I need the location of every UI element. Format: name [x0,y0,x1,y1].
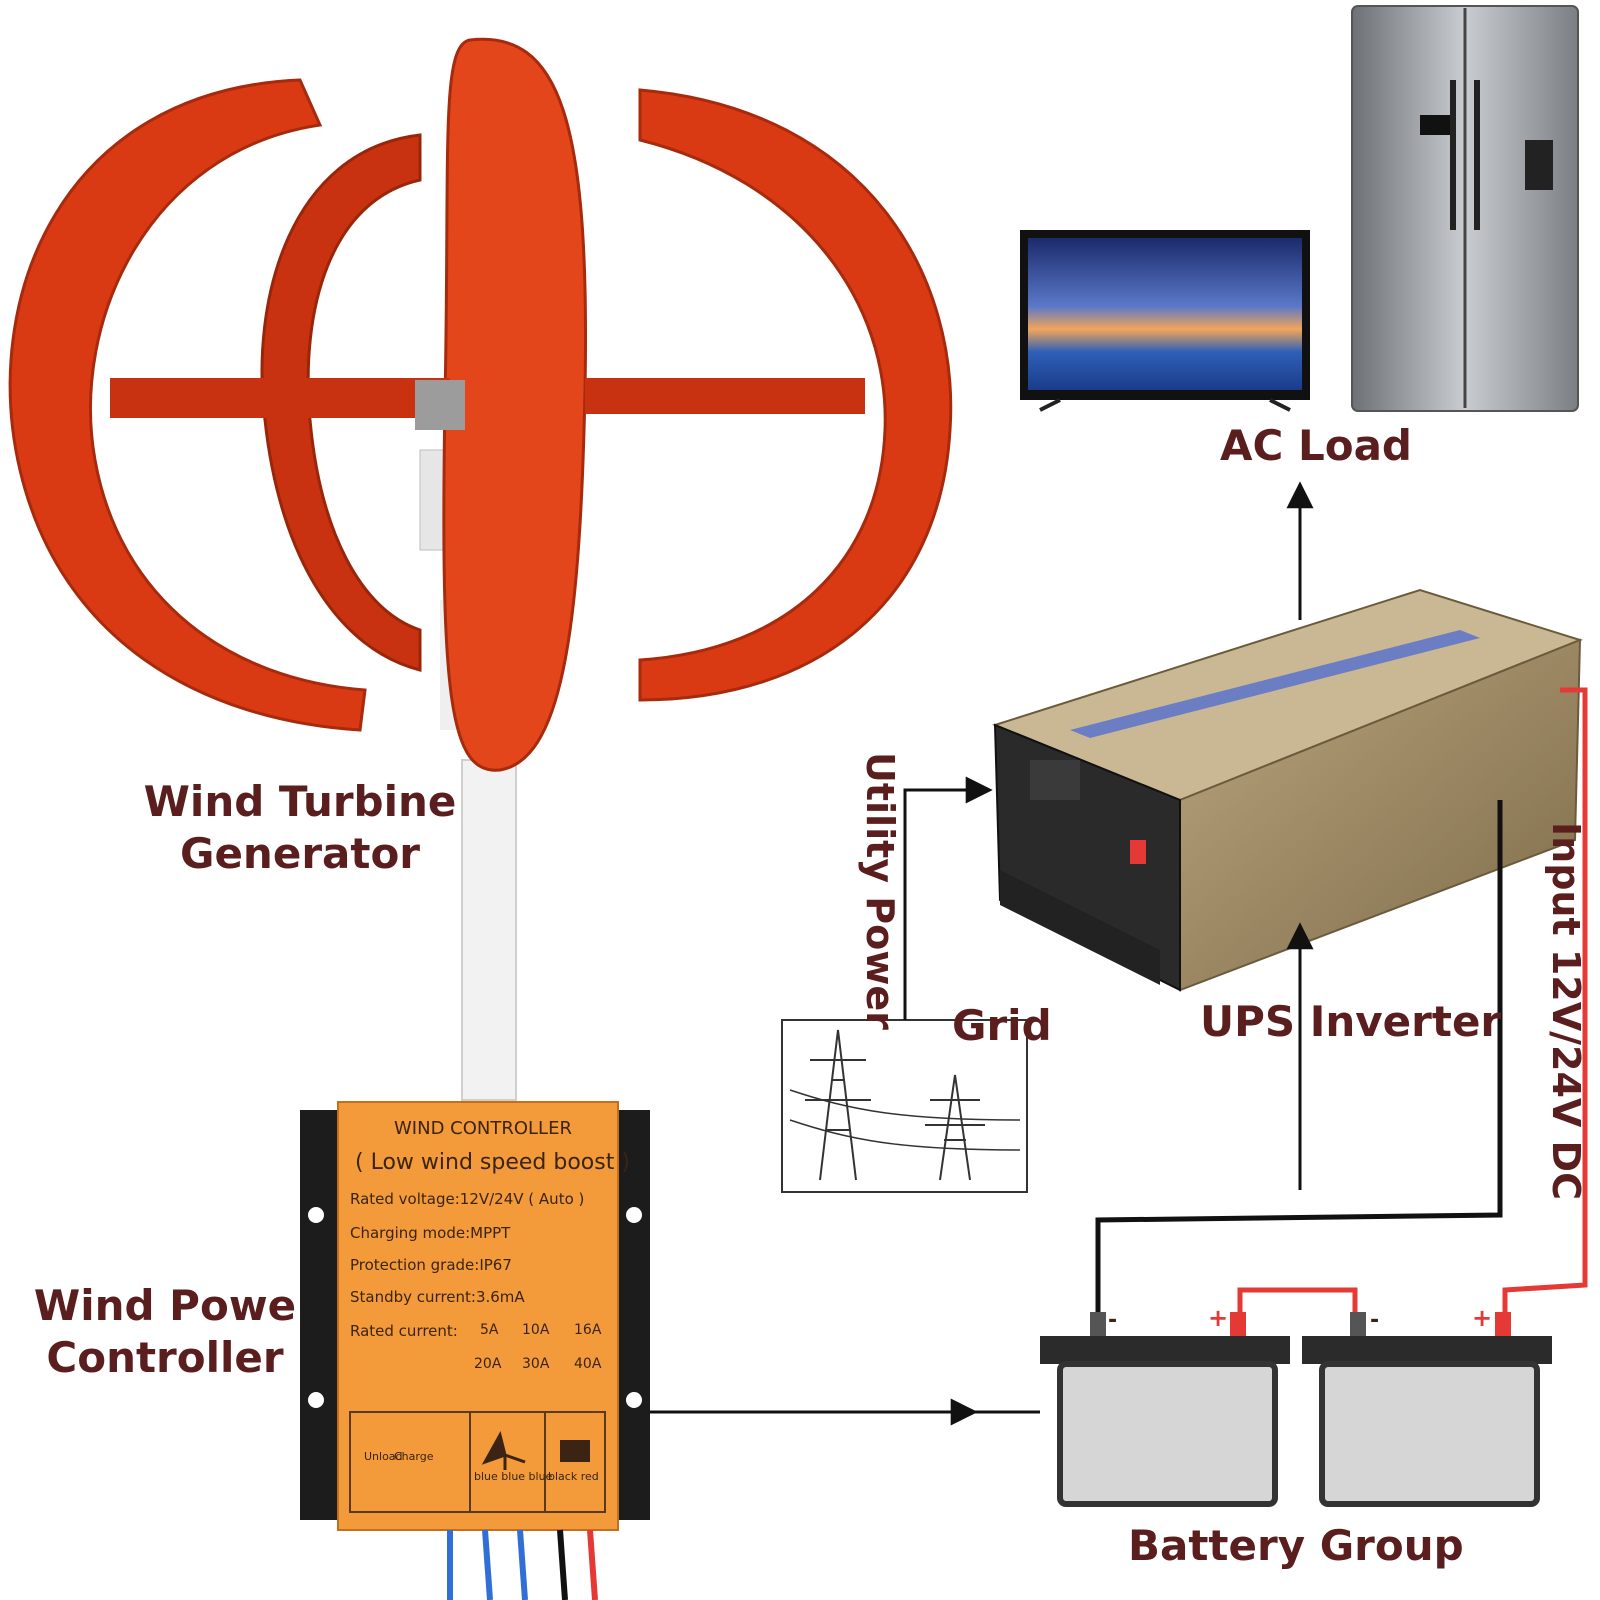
controller-current-16a: 16A [574,1322,602,1338]
label-input-dc: Input 12V/24V DC [1544,822,1588,1200]
ups-inverter-illustration [992,588,1583,992]
turbine-blade-inner-left [260,133,422,672]
battery-left-minus: - [1108,1308,1118,1333]
label-ac-load: AC Load [1220,421,1412,470]
controller-wire-black-red: black red [548,1470,599,1483]
wind-controller-illustration [300,1101,650,1600]
controller-title: WIND CONTROLLER [394,1118,572,1139]
label-turbine-line2: Generator [179,829,421,878]
battery-left-plus: + [1208,1304,1229,1332]
label-controller-line1: Wind Powe [33,1281,297,1330]
controller-rated-voltage: Rated voltage:12V/24V ( Auto ) [350,1190,585,1208]
controller-current-30a: 30A [522,1356,550,1372]
fridge-illustration [1351,5,1579,412]
turbine-blade-center [442,37,587,772]
wind-turbine-illustration [8,37,953,1101]
controller-rated-current-label: Rated current: [350,1322,458,1340]
label-wind-power-controller: Wind Powe Controller [20,1280,310,1384]
label-controller-line2: Controller [46,1333,284,1382]
battery-right-minus: - [1370,1308,1380,1333]
controller-charge: Charge [394,1450,434,1463]
controller-current-5a: 5A [480,1322,499,1338]
tv-illustration [1020,230,1310,412]
label-battery-group: Battery Group [1128,1521,1464,1570]
grid-illustration [781,1019,1028,1193]
label-grid: Grid [952,1001,1052,1050]
controller-standby-current: Standby current:3.6mA [350,1288,525,1306]
controller-charging-mode: Charging mode:MPPT [350,1224,511,1242]
battery-right [1302,1312,1552,1507]
controller-wire-blue: blue blue blue [474,1470,553,1483]
label-ups-inverter: UPS Inverter [1200,997,1502,1046]
label-wind-turbine-generator: Wind Turbine Generator [130,776,470,880]
battery-group-illustration [1040,687,1588,1507]
battery-left [1040,1312,1290,1507]
controller-protection-grade: Protection grade:IP67 [350,1256,512,1274]
label-utility-power: Utility Power [858,752,902,1030]
turbine-pole [461,759,517,1101]
arrow-grid-to-inverter [903,776,993,1020]
label-turbine-line1: Wind Turbine [143,777,457,826]
turbine-blade-left [8,78,367,732]
controller-unload: Unload [364,1450,403,1463]
controller-current-20a: 20A [474,1356,502,1372]
controller-subtitle: ( Low wind speed boost ) [355,1150,630,1175]
controller-current-10a: 10A [522,1322,550,1338]
battery-right-plus: + [1472,1304,1493,1332]
turbine-blade-right [638,88,953,702]
controller-current-40a: 40A [574,1356,602,1372]
